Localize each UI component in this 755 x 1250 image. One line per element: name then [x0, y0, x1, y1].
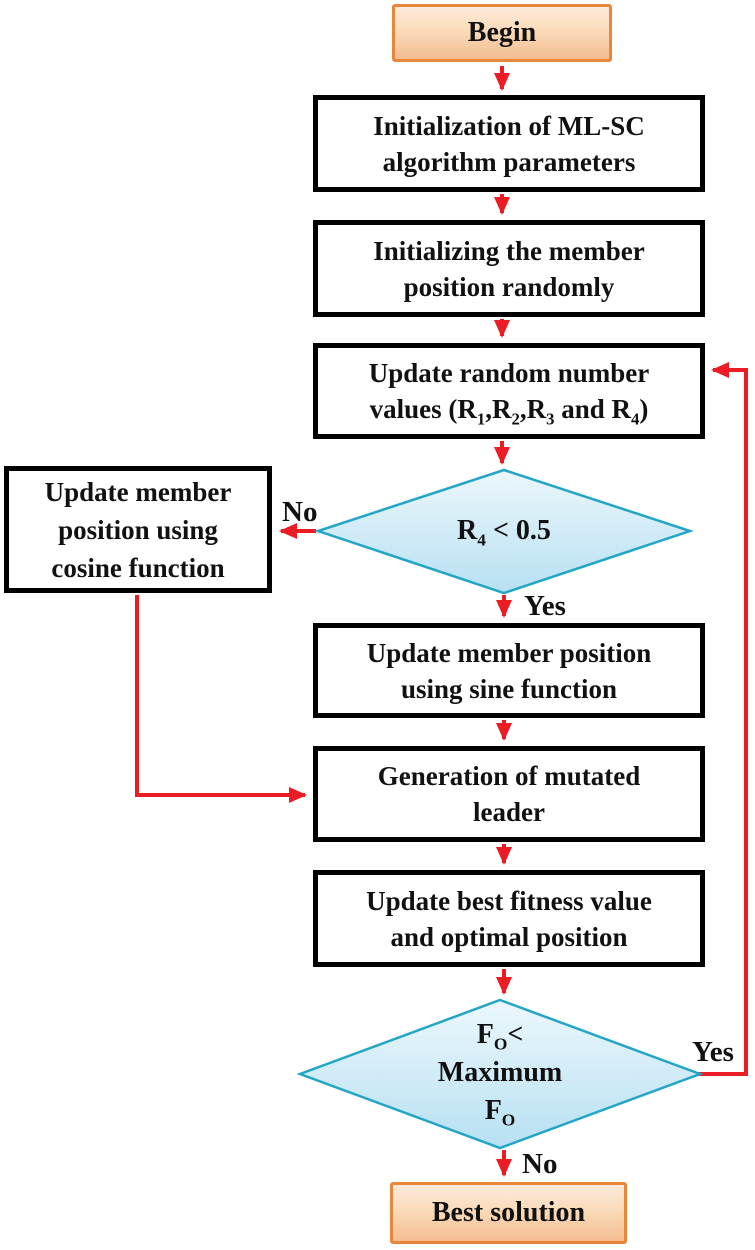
- decision-fo-line1: FO<: [476, 1019, 524, 1054]
- process-init-params-line1: Initialization of ML-SC: [373, 110, 645, 141]
- process-fitness-line2: and optimal position: [390, 921, 628, 952]
- process-sine: Update member position using sine functi…: [313, 623, 705, 718]
- process-fitness-line1: Update best fitness value: [366, 885, 652, 916]
- process-fitness: Update best fitness value and optimal po…: [313, 870, 705, 967]
- process-cosine-line3: cosine function: [51, 552, 225, 583]
- process-init-position-line2: position randomly: [403, 271, 615, 302]
- label-fo-yes: Yes: [692, 1036, 734, 1068]
- decision-fo-label: FO< Maximum FO: [300, 1016, 700, 1130]
- process-init-position-line1: Initializing the member: [373, 235, 645, 266]
- terminal-begin: Begin: [392, 4, 612, 62]
- process-update-random-line2: values (R1,R2,R3 and R4): [369, 394, 649, 429]
- label-r4-yes: Yes: [524, 590, 566, 622]
- decision-fo-line3: FO: [484, 1095, 516, 1130]
- process-mutated-leader-line2: leader: [473, 797, 545, 827]
- process-cosine-line2: position using: [58, 514, 218, 545]
- process-init-position: Initializing the member position randoml…: [313, 220, 705, 317]
- arrow-cosine-to-mutated: [135, 595, 307, 803]
- process-update-random-line1: Update random number: [368, 358, 650, 388]
- process-init-params: Initialization of ML-SC algorithm parame…: [313, 95, 705, 192]
- decision-fo-diamond: [296, 998, 704, 1150]
- process-init-params-line2: algorithm parameters: [382, 146, 636, 177]
- terminal-begin-label: Begin: [467, 17, 537, 48]
- decision-r4-diamond: [314, 468, 694, 595]
- terminal-best-solution: Best solution: [390, 1182, 627, 1244]
- label-fo-no: No: [522, 1148, 558, 1180]
- process-cosine: Update member position using cosine func…: [4, 466, 272, 593]
- decision-r4-label: R4 < 0.5: [457, 515, 551, 550]
- process-sine-line2: using sine function: [400, 673, 618, 704]
- process-sine-line1: Update member position: [366, 637, 652, 668]
- process-update-random: Update random number values (R1,R2,R3 an…: [313, 343, 705, 439]
- process-cosine-line1: Update member: [44, 476, 232, 507]
- arrow-decision-yes-feedback: [698, 362, 748, 1076]
- process-mutated-leader: Generation of mutated leader: [313, 746, 705, 842]
- process-mutated-leader-line1: Generation of mutated: [377, 761, 641, 791]
- terminal-best-solution-label: Best solution: [431, 1197, 586, 1228]
- label-r4-no: No: [282, 496, 318, 528]
- decision-fo-line2: Maximum: [437, 1057, 563, 1088]
